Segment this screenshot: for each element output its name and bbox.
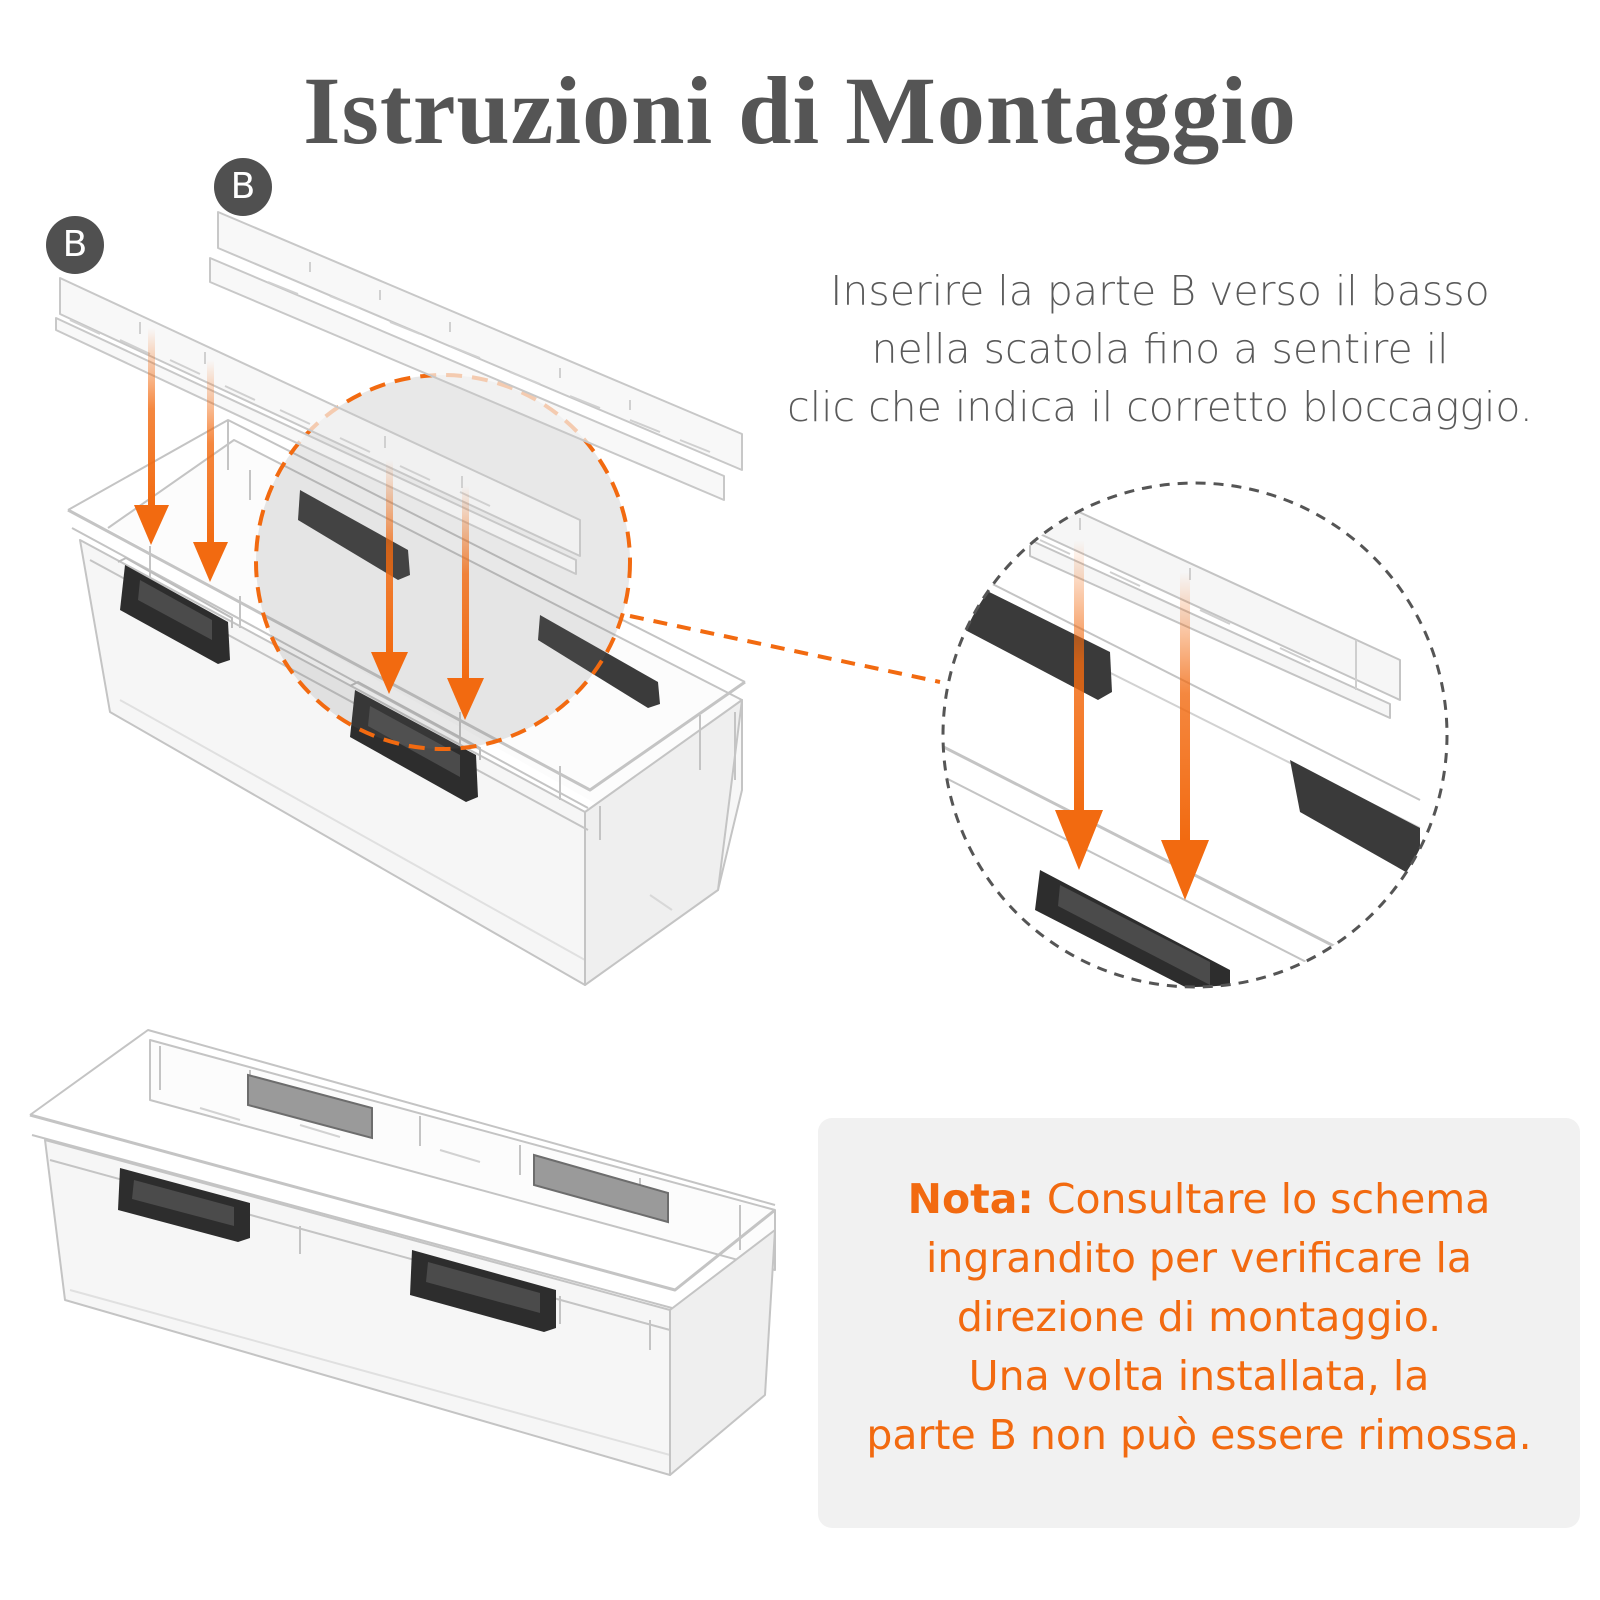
page-title: Istruzioni di Montaggio [303,57,1297,164]
note-line: Una volta installata, la [968,1352,1430,1400]
insert-arrows-top [134,328,484,720]
instruction-line: clic che indica il corretto bloccaggio. [787,383,1533,431]
part-b-strip-front [55,277,581,575]
clip-handle-bottom-center [410,1250,556,1332]
note-box [818,1118,1580,1528]
part-b-installed [247,1073,669,1224]
note-line: direzione di montaggio. [956,1293,1442,1341]
note-line: ingrandito per verificare la [925,1234,1473,1282]
note-line: Nota: Consultare lo schema [818,1170,1580,1229]
zoomed-detail [941,481,1449,989]
part-b-badge-front: B [46,216,104,274]
box-assembled [29,1029,776,1476]
clip-handle-bottom-left [118,1168,250,1242]
note-label: Nota: [907,1175,1034,1223]
part-b-badge-back: B [214,158,272,216]
part-b-strip-back [209,211,743,501]
instruction-line: nella scatola fino a sentire il [871,325,1449,373]
clip-handle-front-left [117,556,233,664]
note-line: parte B non può essere rimossa. [866,1411,1532,1459]
clip-handle-back-left [298,490,410,580]
note-first-line: Consultare lo schema [1046,1175,1491,1223]
instruction-line: Inserire la parte B verso il basso [830,267,1490,315]
zoom-connector-line [629,614,941,684]
instruction-text: Inserire la parte B verso il basso nella… [760,262,1560,436]
note-text: Nota: Consultare lo schema ingrandito pe… [818,1170,1580,1465]
